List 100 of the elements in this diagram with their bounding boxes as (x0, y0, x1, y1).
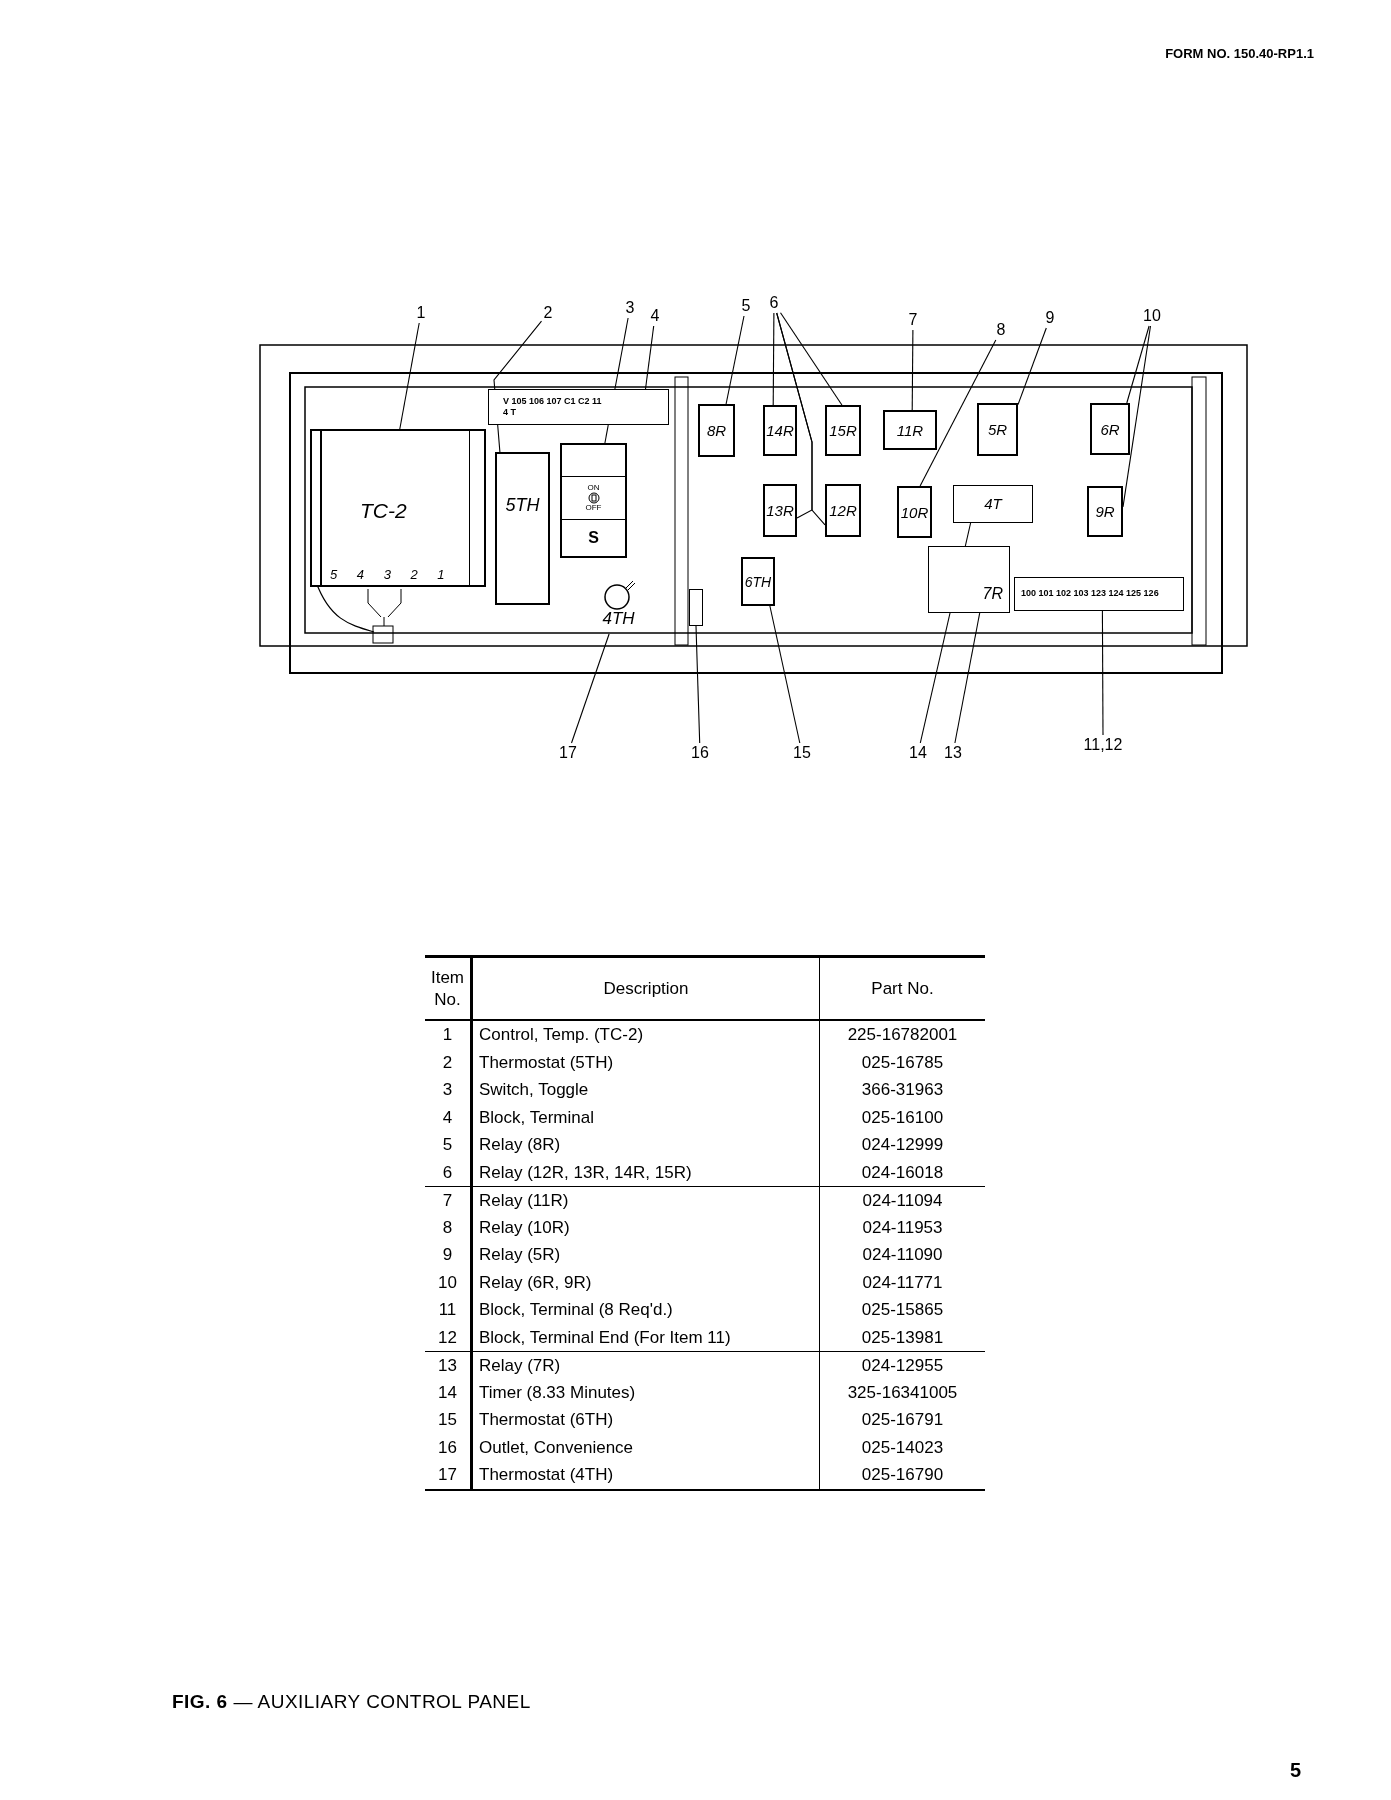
callout-number: 16 (689, 743, 711, 763)
part-description: Relay (6R, 9R) (479, 1273, 592, 1291)
relay: 15R (825, 405, 861, 456)
part-number: 024-11771 (862, 1273, 943, 1291)
part-number: 225-16782001 (847, 1026, 958, 1044)
item-number: 2 (442, 1053, 453, 1071)
part-number: 325-16341005 (847, 1383, 958, 1401)
leader-line (779, 312, 843, 406)
item-number: 7 (442, 1191, 453, 1209)
leader-line (695, 625, 701, 744)
item-number: 3 (442, 1081, 453, 1099)
part-description: Timer (8.33 Minutes) (479, 1383, 636, 1401)
part-description: Relay (10R) (479, 1218, 570, 1236)
column-header: Item No. (425, 958, 473, 1019)
part-number: 024-11953 (862, 1218, 943, 1236)
item-number: 9 (442, 1246, 453, 1264)
temperature-control (310, 429, 486, 587)
relay: 10R (897, 486, 932, 538)
terminal-numbers: 5 4 3 2 1 (330, 565, 445, 584)
callout-number: 9 (1043, 308, 1057, 328)
relay: 5R (977, 403, 1018, 456)
component-label: TC-2 (360, 498, 407, 524)
callout-number: 11,12 (1078, 735, 1128, 755)
item-number: 12 (438, 1328, 457, 1346)
part-number: 025-16100 (861, 1108, 944, 1126)
part-description: Outlet, Convenience (479, 1438, 634, 1456)
item-number: 8 (442, 1218, 453, 1236)
part-number: 024-12999 (861, 1136, 944, 1154)
part-number: 025-13981 (861, 1328, 944, 1346)
callout-number: 14 (907, 743, 929, 763)
relay: 6R (1090, 403, 1130, 455)
item-number: 11 (438, 1301, 457, 1319)
part-description: Switch, Toggle (479, 1081, 589, 1099)
part-description: Thermostat (4TH) (479, 1466, 614, 1484)
leader-line (570, 633, 610, 744)
leader-line (769, 605, 801, 744)
part-number: 024-16018 (861, 1163, 944, 1181)
part-description: Relay (12R, 13R, 14R, 15R) (479, 1163, 692, 1181)
form-number: FORM NO. 150.40-RP1.1 (1165, 45, 1314, 63)
callout-number: 10 (1141, 306, 1163, 326)
leader-line (725, 315, 745, 405)
switch-position-label: ON (587, 484, 600, 492)
relay: 14R (763, 405, 797, 456)
part-description: Relay (7R) (479, 1356, 561, 1374)
part-description: Thermostat (6TH) (479, 1411, 614, 1429)
item-number: 16 (438, 1438, 457, 1456)
callout-number: 6 (767, 293, 781, 313)
component-label: 4TH (602, 610, 635, 627)
callout-number: 4 (648, 306, 662, 326)
callout-number: 8 (994, 320, 1008, 340)
callout-number: 5 (739, 296, 753, 316)
leader-line (772, 312, 775, 406)
callout-number: 15 (791, 743, 813, 763)
leader-line (1101, 610, 1104, 736)
item-number: 4 (442, 1108, 453, 1126)
leader-line (776, 312, 826, 526)
part-description: Block, Terminal (479, 1108, 594, 1126)
part-description: Relay (11R) (479, 1191, 569, 1209)
part-description: Thermostat (5TH) (479, 1053, 614, 1071)
item-number: 5 (442, 1136, 453, 1154)
switch-position-label: OFF (585, 504, 602, 512)
item-number: 10 (438, 1273, 457, 1291)
timer: 4T (953, 485, 1033, 523)
leader-line (1126, 325, 1150, 404)
part-description: Block, Terminal End (For Item 11) (479, 1328, 731, 1346)
callout-number: 3 (623, 298, 637, 318)
terminal-strip: V 105 106 107 C1 C2 11 4 T (488, 389, 669, 425)
part-number: 024-12955 (861, 1356, 944, 1374)
figure-caption: FIG. 6 — AUXILIARY CONTROL PANEL (172, 1690, 531, 1714)
part-description: Block, Terminal (8 Req'd.) (479, 1301, 673, 1319)
relay: 12R (825, 484, 861, 537)
item-number: 14 (438, 1383, 457, 1401)
part-description: Relay (8R) (479, 1136, 561, 1154)
item-number: 6 (442, 1163, 453, 1181)
leader-line (954, 612, 981, 744)
page-number: 5 (1290, 1758, 1302, 1783)
item-number: 15 (438, 1411, 457, 1429)
leader-line (644, 325, 655, 390)
leader-line (919, 339, 997, 487)
part-description: Control, Temp. (TC-2) (479, 1026, 644, 1044)
relay: 7R (928, 546, 1010, 613)
thermostat: 6TH (741, 557, 775, 606)
column-header: Part No. (870, 977, 935, 1000)
leader-line (911, 329, 914, 411)
leader-line (1017, 327, 1047, 406)
item-number: 13 (438, 1356, 457, 1374)
part-number: 024-11094 (862, 1191, 943, 1209)
part-number: 024-11090 (862, 1246, 943, 1264)
outlet (689, 589, 703, 626)
column-header: Description (473, 958, 820, 1019)
part-number: 025-15865 (861, 1301, 944, 1319)
relay: 11R (883, 410, 937, 450)
toggle-switch (560, 443, 627, 558)
part-number: 366-31963 (861, 1081, 944, 1099)
callout-number: 13 (942, 743, 964, 763)
part-number: 025-14023 (861, 1438, 944, 1456)
callout-number: 2 (541, 303, 555, 323)
part-number: 025-16791 (861, 1411, 944, 1429)
terminal-strip: 100 101 102 103 123 124 125 126 (1014, 577, 1184, 611)
part-number: 025-16785 (861, 1053, 944, 1071)
